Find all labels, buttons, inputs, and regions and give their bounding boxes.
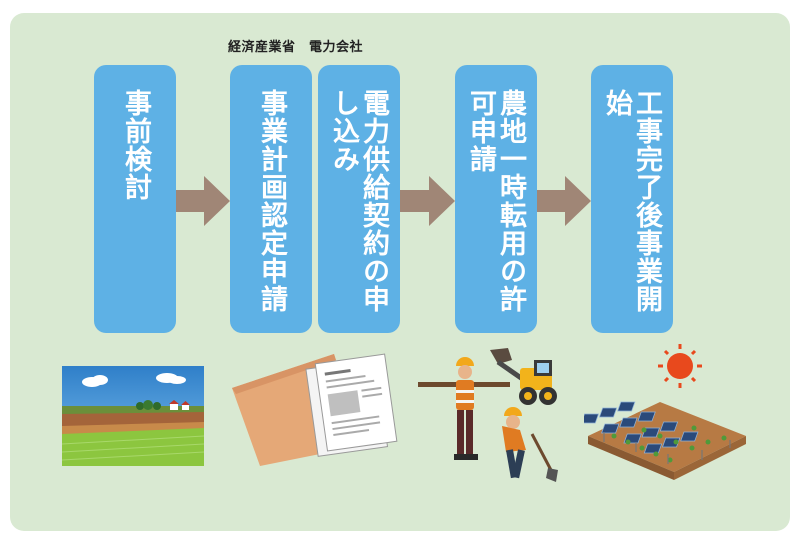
step-power-supply-contract-label: 電力供給契約の申し込み [328, 89, 389, 313]
ministries-label: 経済産業省 電力会社 [228, 40, 364, 55]
step-pre-study: 事前検討 [94, 65, 176, 333]
step-farmland-conversion-permit-label: 農地一時転用の許可申請 [465, 89, 526, 313]
step-business-plan-application-label: 事業計画認定申請 [256, 89, 287, 313]
step-pre-study-label: 事前検討 [120, 89, 151, 201]
solar-sharing-farm-image [584, 344, 746, 480]
farmland-landscape-image [62, 366, 204, 466]
excavator-icon [490, 348, 557, 405]
step-business-plan-application: 事業計画認定申請 [230, 65, 312, 333]
construction-workers-excavator-image [418, 348, 558, 482]
sun-icon [658, 344, 702, 388]
step-power-supply-contract: 電力供給契約の申し込み [318, 65, 400, 333]
step-business-start: 工事完了後事業開始 [591, 65, 673, 333]
application-documents-image [232, 353, 398, 466]
worker-icon [454, 357, 478, 460]
arrow-right-icon [176, 176, 230, 226]
worker-icon [502, 407, 558, 482]
arrow-right-icon [537, 176, 591, 226]
step-farmland-conversion-permit: 農地一時転用の許可申請 [455, 65, 537, 333]
step-business-start-label: 工事完了後事業開始 [601, 89, 662, 313]
arrow-right-icon [400, 176, 455, 226]
